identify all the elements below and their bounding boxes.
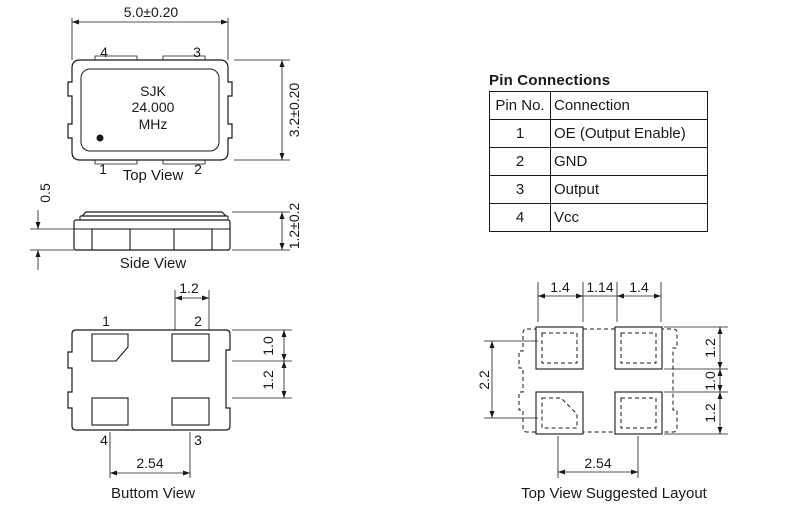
marking-line-2: 24.000 — [132, 99, 175, 115]
layout-view-caption: Top View Suggested Layout — [521, 485, 708, 502]
connection-cell: GND — [550, 147, 708, 176]
pin-number-cell: 3 — [489, 175, 551, 204]
table-row: 1 OE (Output Enable) — [489, 119, 708, 148]
marking-line-3: MHz — [139, 116, 168, 132]
bottom-pin-4: 4 — [100, 432, 108, 448]
bottom-pad-1 — [91, 333, 129, 362]
bottom-pad-2 — [171, 333, 210, 362]
table-row: 2 GND — [489, 147, 708, 176]
top-height-dim: 3.2±0.20 — [286, 83, 302, 138]
side-height-dim: 1.2±0.2 — [286, 202, 302, 249]
layout-view: 1.4 1.14 1.4 2.2 1.2 1.0 1. — [476, 279, 728, 502]
top-pin-1: 1 — [99, 161, 107, 177]
pin-number-cell: 1 — [489, 119, 551, 148]
bottom-pad-width-dim: 1.2 — [179, 280, 199, 296]
pin-number-cell: 4 — [489, 203, 551, 232]
pin-connections-table: Pin No. Connection 1 OE (Output Enable) … — [489, 91, 708, 232]
pin-connections-title: Pin Connections — [489, 72, 611, 89]
layout-total-height-dim: 2.2 — [476, 370, 492, 390]
bottom-pad-3 — [171, 397, 210, 426]
layout-bottom-pad-dim: 1.2 — [702, 403, 718, 423]
pin1-dot-icon — [96, 134, 104, 142]
bottom-view-caption: Buttom View — [111, 485, 195, 502]
pin-number-cell: 2 — [489, 147, 551, 176]
bottom-pin-1: 1 — [102, 313, 110, 329]
connection-cell: OE (Output Enable) — [550, 119, 708, 148]
bottom-gap-dim: 1.0 — [260, 336, 276, 356]
bottom-pin-2: 2 — [194, 313, 202, 329]
table-row: 3 Output — [489, 175, 708, 204]
bottom-pad-height-dim: 1.2 — [260, 370, 276, 390]
top-lid — [80, 68, 220, 152]
top-view-caption: Top View — [123, 167, 184, 184]
header-connection: Connection — [550, 91, 708, 120]
marking-line-1: SJK — [140, 83, 166, 99]
bottom-pitch-dim: 2.54 — [136, 455, 163, 471]
layout-land-4 — [535, 391, 584, 435]
top-width-dim: 5.0±0.20 — [124, 4, 179, 20]
header-pin-no: Pin No. — [489, 91, 551, 120]
side-thickness-dim: 0.5 — [37, 183, 53, 203]
top-pin-2: 2 — [194, 161, 202, 177]
layout-left-pad-dim: 1.4 — [550, 279, 570, 295]
side-lid-outline — [80, 211, 228, 217]
layout-top-pad-dim: 1.2 — [702, 338, 718, 358]
layout-package-outline — [518, 328, 678, 433]
top-view: 5.0±0.20 SJK 24.000 MHz 4 3 1 2 Top View… — [67, 4, 302, 184]
layout-gap-dim: 1.14 — [586, 279, 613, 295]
bottom-view: 1.2 1 2 4 3 1.0 1.2 2.54 Buttom View — [67, 280, 292, 502]
bottom-pad-4 — [91, 397, 129, 426]
side-view-caption: Side View — [120, 255, 187, 272]
top-package-outline — [67, 59, 233, 161]
table-row: 4 Vcc — [489, 203, 708, 232]
layout-land-2 — [614, 326, 663, 370]
top-pin-3: 3 — [193, 44, 201, 60]
layout-land-3 — [614, 391, 663, 435]
layout-land-1 — [535, 326, 584, 370]
layout-right-pad-dim: 1.4 — [629, 279, 649, 295]
table-header-row: Pin No. Connection — [489, 91, 708, 120]
connection-cell: Vcc — [550, 203, 708, 232]
layout-middle-gap-dim: 1.0 — [702, 371, 718, 391]
layout-pitch-dim: 2.54 — [584, 455, 611, 471]
top-pin-4: 4 — [100, 44, 108, 60]
connection-cell: Output — [550, 175, 708, 204]
bottom-pin-3: 3 — [194, 432, 202, 448]
side-view: 0.5 1.2±0.2 Side View — [30, 183, 302, 272]
